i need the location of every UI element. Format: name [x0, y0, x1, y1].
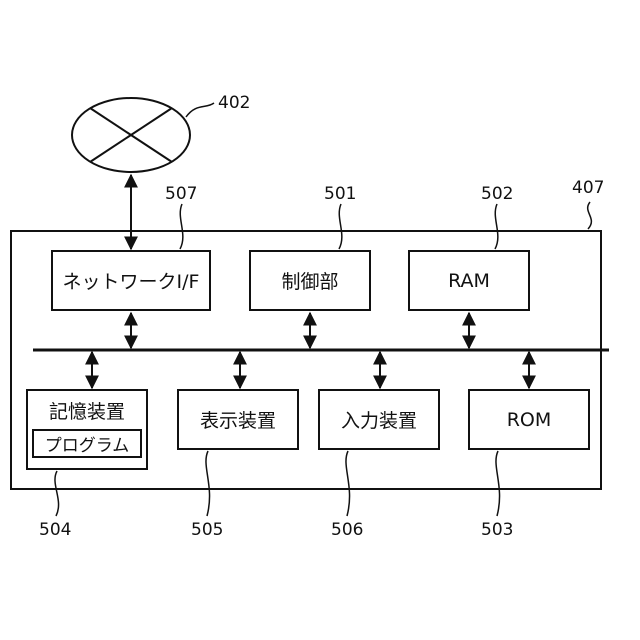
ref-503: 503	[481, 520, 513, 540]
ref-402: 402	[218, 93, 250, 113]
leader-402	[186, 103, 214, 117]
leader-505	[206, 451, 210, 516]
leader-504	[55, 471, 59, 516]
ram-label: RAM	[409, 251, 529, 310]
ref-507: 507	[165, 184, 197, 204]
leader-501	[339, 204, 342, 249]
rom-label: ROM	[469, 390, 589, 449]
display-label: 表示装置	[178, 390, 298, 449]
leader-507	[180, 204, 183, 249]
program-label: プログラム	[33, 430, 141, 457]
ref-504: 504	[39, 520, 71, 540]
ref-502: 502	[481, 184, 513, 204]
leader-407	[588, 202, 592, 229]
leader-503	[496, 451, 500, 516]
leader-502	[495, 204, 498, 249]
ref-505: 505	[191, 520, 223, 540]
network-if-label: ネットワークI/F	[52, 251, 210, 310]
ref-506: 506	[331, 520, 363, 540]
ref-501: 501	[324, 184, 356, 204]
input-label: 入力装置	[319, 390, 439, 449]
leader-506	[346, 451, 350, 516]
ref-407: 407	[572, 178, 604, 198]
control-label: 制御部	[250, 251, 370, 310]
network-symbol	[72, 98, 190, 172]
storage-label: 記憶装置	[27, 392, 147, 428]
